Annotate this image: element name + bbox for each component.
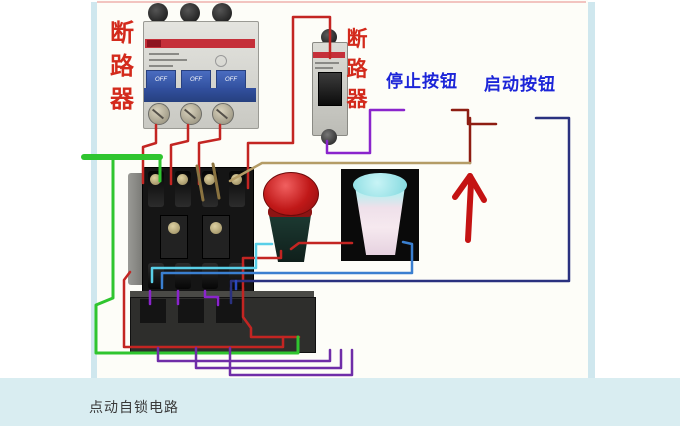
wire-cyan-redlamp: [150, 242, 274, 284]
breaker-terminal: [180, 3, 200, 23]
left-accent-strip: [91, 2, 97, 426]
wire-redlamp-relay-red: [241, 249, 301, 339]
circuit-breaker-3pole: OFF OFF OFF: [143, 3, 259, 129]
relay-terminal: [178, 299, 204, 323]
wire-contactor-relay-red: [122, 270, 285, 349]
wire-coil-jumper-1: [195, 164, 205, 202]
bottom-band: [0, 378, 680, 426]
contactor-terminal: [229, 263, 245, 289]
relay-terminal: [140, 299, 166, 323]
breaker-screw: [180, 103, 202, 125]
right-accent-strip: [588, 2, 595, 426]
contactor-terminal: [202, 171, 218, 207]
wire-green-run: [94, 156, 300, 355]
cyan-lamp-top: [353, 173, 407, 197]
breaker-toggle-bar: [144, 88, 256, 102]
red-up-arrow: [452, 173, 473, 200]
red-indicator-lamp: [262, 169, 319, 262]
wire-breaker2-feed-red: [246, 15, 332, 190]
top-edge-line: [97, 1, 586, 3]
wire-phase-a-red: [141, 123, 158, 185]
breaker-screw: [148, 103, 170, 125]
wire-motor-w-violet: [228, 346, 354, 377]
label-breaker-mid: 断路器: [346, 28, 368, 111]
contactor-contact-window: [160, 215, 188, 259]
wire-purple-breaker2-stop: [325, 108, 406, 155]
contactor-terminal: [175, 171, 191, 207]
wire-phase-b-red: [169, 123, 190, 186]
wire-stop-start-maroon: [450, 108, 498, 126]
label-text-smudge: [149, 65, 173, 67]
label-stop-button: 停止按钮: [386, 72, 458, 91]
wire-selflock-tan: [228, 161, 472, 183]
caption-title: 点动自锁电路: [89, 399, 179, 415]
wire-lamp-link-red: [289, 241, 354, 251]
label-breaker-left: 断路器: [110, 20, 134, 113]
wire-motor-u-violet: [156, 346, 332, 363]
certification-mark: [215, 55, 227, 67]
breaker-screw: [212, 103, 234, 125]
breaker-red-stripe: [145, 39, 255, 48]
wire-phase-c-red: [197, 123, 222, 186]
relay-terminal: [216, 299, 242, 323]
label-text-smudge: [315, 67, 333, 69]
red-up-arrow: [467, 173, 487, 203]
wire-purple-drop-3: [203, 289, 220, 307]
label-start-button: 启动按钮: [484, 75, 556, 94]
label-text-smudge: [149, 59, 187, 61]
red-up-arrow: [465, 180, 474, 243]
label-text-smudge: [315, 62, 339, 64]
breaker-terminal: [148, 3, 168, 23]
wire-coil-jumper-2: [211, 162, 221, 200]
wire-blue-whitelamp: [160, 240, 414, 290]
breaker-brand-mark: [147, 40, 161, 47]
contactor-contact-window: [202, 215, 230, 259]
contactor-terminal: [175, 263, 191, 289]
red-lamp-dome: [263, 172, 319, 216]
breaker-terminal: [321, 129, 337, 145]
breaker-terminal: [212, 3, 232, 23]
wire-motor-v-violet: [194, 346, 343, 370]
white-indicator-lamp: [341, 169, 419, 261]
contactor-terminal: [202, 263, 218, 289]
label-text-smudge: [149, 53, 179, 55]
breaker-toggle-off: [318, 72, 342, 106]
thermal-relay: [130, 291, 316, 353]
wire-start-relay-navy: [229, 116, 571, 305]
